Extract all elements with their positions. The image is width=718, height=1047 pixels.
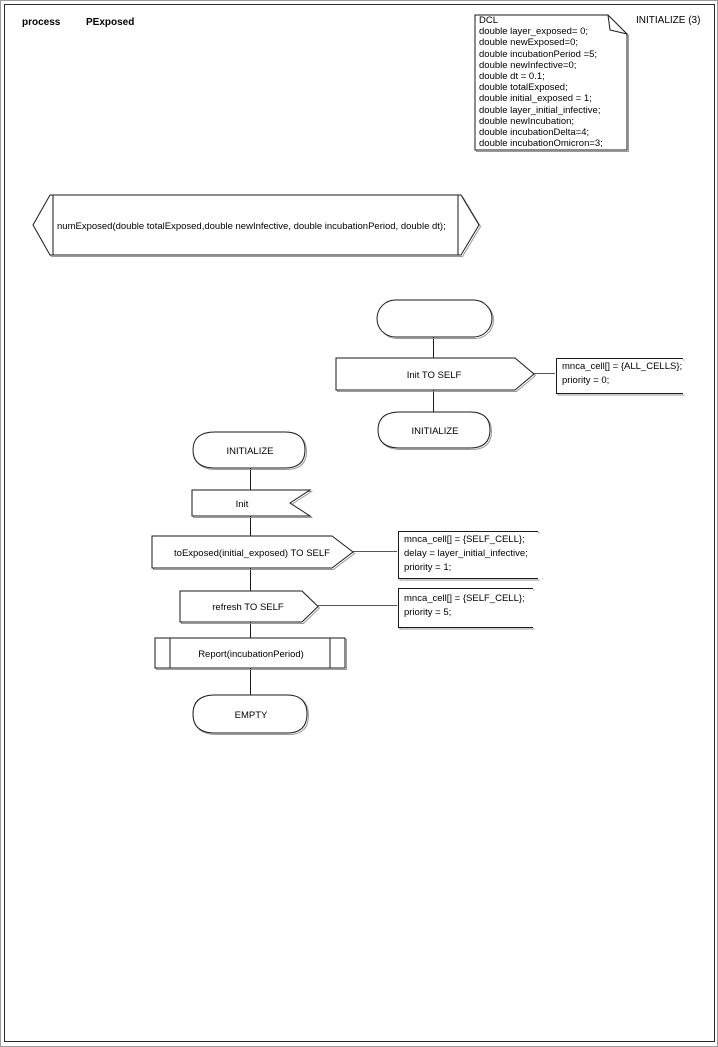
connector-refresh-to-call (250, 622, 251, 638)
comment-refresh-text: mnca_cell[] = {SELF_CELL}; priority = 5; (404, 593, 525, 618)
output-toexposed[interactable]: toExposed(initial_exposed) TO SELF (150, 534, 358, 572)
start-symbol[interactable] (375, 298, 496, 341)
comment-init-text: mnca_cell[] = {ALL_CELLS}; priority = 0; (562, 361, 683, 386)
comment-toexposed[interactable]: mnca_cell[] = {SELF_CELL}; delay = layer… (397, 530, 541, 583)
comment-connector-refresh (318, 605, 397, 606)
connector-start-to-output (433, 337, 434, 358)
comment-connector-init (534, 373, 555, 374)
process-name: PExposed (86, 17, 135, 28)
diagram-frame (4, 4, 715, 1042)
process-keyword: process (22, 17, 61, 28)
comment-init[interactable]: mnca_cell[] = {ALL_CELLS}; priority = 0; (555, 357, 687, 397)
output-init-to-self[interactable]: Init TO SELF (334, 356, 538, 394)
state-empty[interactable]: EMPTY (191, 693, 311, 737)
comment-toexposed-text: mnca_cell[] = {SELF_CELL}; delay = layer… (404, 534, 528, 573)
procedure-call-report[interactable]: Report(incubationPeriod) (153, 636, 349, 672)
connector-toexposed-to-refresh (250, 568, 251, 591)
connector-output-to-state (433, 390, 434, 412)
connector-input-to-output (250, 516, 251, 536)
state-initialize-next[interactable]: INITIALIZE (376, 410, 494, 452)
connector-call-to-state (250, 668, 251, 695)
dcl-declarations-note[interactable]: DCL double layer_exposed= 0; double newE… (473, 13, 631, 154)
folded-corner-icon (607, 14, 628, 35)
state-initialize[interactable]: INITIALIZE (191, 430, 309, 472)
input-init[interactable]: Init (190, 488, 314, 520)
output-refresh[interactable]: refresh TO SELF (178, 589, 322, 626)
connector-state-to-input (250, 468, 251, 490)
page-label: INITIALIZE (3) (636, 15, 701, 26)
comment-connector-toexposed (353, 551, 397, 552)
procedure-declaration-symbol[interactable]: numExposed(double totalExposed,double ne… (31, 193, 483, 260)
comment-refresh[interactable]: mnca_cell[] = {SELF_CELL}; priority = 5; (397, 587, 537, 631)
dcl-declarations-text: DCL double layer_exposed= 0; double newE… (479, 15, 603, 150)
